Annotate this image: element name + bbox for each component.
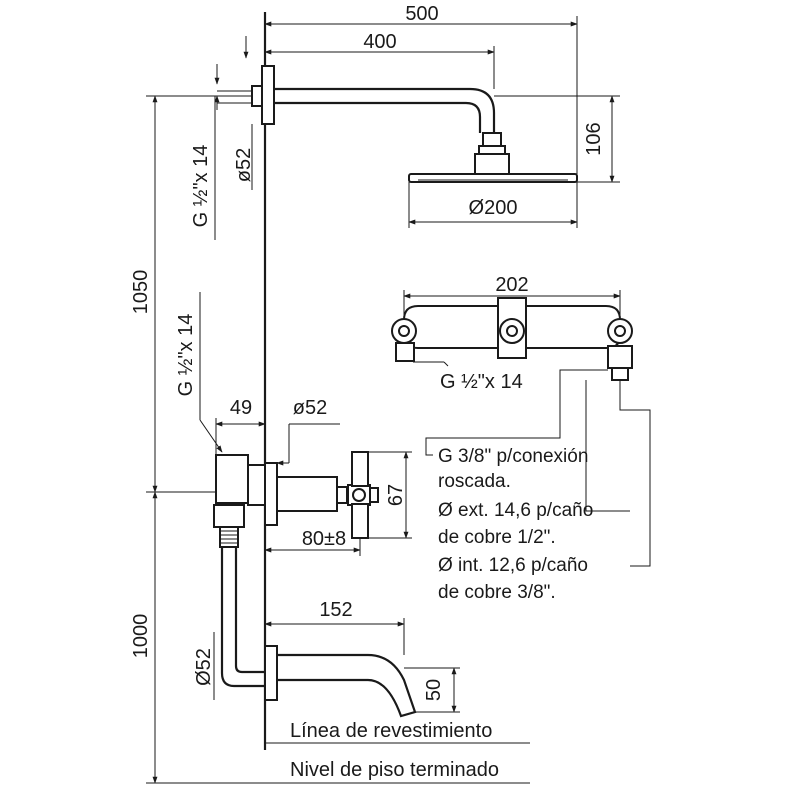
dim-67: 67	[385, 484, 407, 506]
dim-49: 49	[230, 397, 252, 419]
dimension-lower-height: 1000	[130, 491, 265, 784]
dimension-spout-drop: 50	[404, 667, 460, 713]
dim-50: 50	[423, 679, 445, 701]
dimension-spout-flange: Ø52	[193, 632, 215, 700]
dim-500: 500	[405, 3, 438, 25]
connection-note: G 3/8" p/conexión roscada. Ø ext. 14,6 p…	[438, 446, 593, 603]
dimension-mixer-body-height: 67	[368, 451, 412, 539]
floor-line-ref: Nivel de piso terminado	[265, 759, 530, 784]
dim-202: 202	[495, 274, 528, 296]
note-line-4: de cobre 1/2".	[438, 527, 556, 548]
dim-152: 152	[319, 599, 352, 621]
dim-400: 400	[363, 31, 396, 53]
dim-80: 80±8	[302, 528, 346, 550]
note-line-1: G 3/8" p/conexión	[438, 446, 588, 467]
label-mixer-thread: G ½"x 14	[175, 292, 223, 453]
dim-mixer-flange: ø52	[293, 397, 327, 419]
arm-thread-label: G ½"x 14	[190, 145, 212, 228]
note-line-2: roscada.	[438, 471, 511, 492]
label-arm-thread: G ½"x 14	[190, 96, 216, 240]
label-valve-thread: G ½"x 14	[413, 361, 523, 393]
dimension-mixer-offset: 49	[215, 397, 266, 455]
dimension-upper-height: 1050	[130, 95, 252, 493]
dim-spout-flange: Ø52	[193, 648, 215, 686]
mixer-thread-label: G ½"x 14	[175, 314, 197, 397]
valve-detail	[391, 297, 633, 381]
riser-pipe	[220, 547, 265, 688]
dimension-head-drop: 106	[494, 95, 620, 183]
shower-arm	[251, 65, 510, 175]
note-leaders	[425, 369, 651, 567]
mixer-body	[213, 451, 379, 548]
finish-line-label: Línea de revestimiento	[290, 720, 492, 742]
dimension-arm-flange: ø52	[233, 124, 255, 190]
dimension-head-diameter: Ø200	[408, 182, 578, 228]
dimension-valve-width: 202	[403, 274, 621, 318]
dimension-mixer-flange: ø52	[276, 397, 340, 466]
dimension-arm-width: 400	[264, 31, 495, 89]
dimension-overall-width: 500	[264, 3, 578, 174]
dim-1050: 1050	[130, 270, 152, 315]
dim-106: 106	[583, 122, 605, 155]
valve-thread-label: G ½"x 14	[440, 371, 523, 393]
note-line-5: Ø int. 12,6 p/caño	[438, 555, 588, 576]
dimension-spout-length: 152	[264, 599, 405, 655]
shower-head	[408, 173, 578, 183]
note-line-6: de cobre 3/8".	[438, 582, 556, 603]
spout	[264, 645, 417, 718]
flange-marks	[214, 36, 252, 110]
dim-arm-flange: ø52	[233, 148, 255, 182]
dimension-mixer-depth: 80±8	[264, 528, 361, 556]
floor-line-label: Nivel de piso terminado	[290, 759, 499, 781]
finish-line-ref: Línea de revestimiento	[265, 720, 530, 744]
dim-1000: 1000	[130, 614, 152, 659]
dim-head-diameter: Ø200	[469, 197, 518, 219]
note-line-3: Ø ext. 14,6 p/caño	[438, 500, 593, 521]
